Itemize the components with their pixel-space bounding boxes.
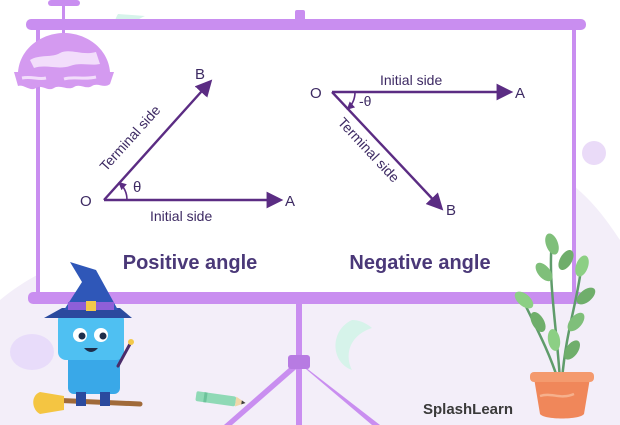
negative-angle-label: -θ bbox=[359, 93, 372, 109]
witch-mascot-icon bbox=[10, 262, 143, 414]
crayon-icon bbox=[195, 391, 246, 407]
projector-screen bbox=[26, 19, 586, 304]
negative-vertex-label: O bbox=[310, 85, 322, 102]
positive-terminal-side-ray bbox=[103, 79, 213, 201]
negative-initial-point-label: A bbox=[515, 85, 525, 102]
positive-angle-arc bbox=[118, 181, 128, 201]
ceiling-lamp-icon bbox=[14, 0, 114, 90]
positive-vertex-label: O bbox=[80, 193, 92, 210]
positive-terminal-point-label: B bbox=[195, 66, 205, 83]
negative-angle-title: Negative angle bbox=[349, 252, 490, 274]
mint-swirl-lower bbox=[335, 320, 372, 370]
negative-angle-arc bbox=[346, 91, 356, 110]
positive-angle-title: Positive angle bbox=[123, 252, 258, 274]
positive-initial-point-label: A bbox=[285, 193, 295, 210]
positive-initial-side-label: Initial side bbox=[150, 208, 212, 224]
potted-plant-icon bbox=[514, 233, 596, 419]
decor-dot bbox=[582, 141, 606, 165]
negative-terminal-point-label: B bbox=[446, 202, 456, 219]
negative-terminal-side-ray bbox=[331, 91, 444, 211]
positive-angle-label: θ bbox=[133, 179, 141, 196]
negative-initial-side-label: Initial side bbox=[380, 72, 442, 88]
brand-logo-text: SplashLearn bbox=[423, 401, 513, 418]
